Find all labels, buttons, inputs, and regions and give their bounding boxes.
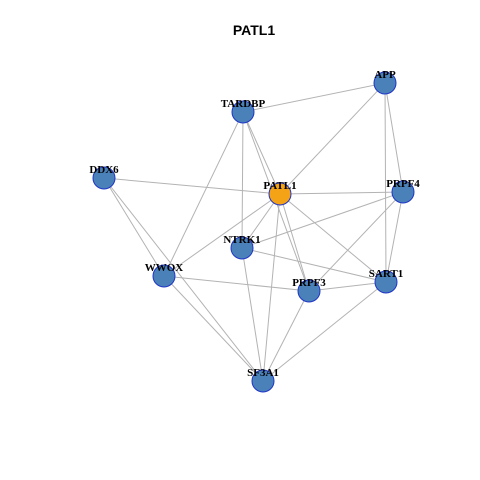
node-label-patl1: PATL1 bbox=[263, 180, 296, 192]
graph-title: PATL1 bbox=[233, 22, 275, 38]
node-ddx6[interactable] bbox=[92, 166, 116, 190]
node-prpf4[interactable] bbox=[391, 180, 415, 204]
edge-prpf3-sart1 bbox=[308, 281, 387, 292]
edge-app-tardbp bbox=[242, 82, 386, 113]
node-label-sf3a1: SF3A1 bbox=[247, 367, 279, 379]
node-label-sart1: SART1 bbox=[369, 268, 403, 280]
edge-prpf4-ntrk1 bbox=[241, 191, 404, 249]
edge-patl1-sart1 bbox=[279, 193, 387, 283]
node-label-app: APP bbox=[374, 69, 396, 81]
node-sf3a1[interactable] bbox=[251, 369, 275, 393]
edge-ntrk1-sf3a1 bbox=[241, 247, 264, 382]
edge-ntrk1-sart1 bbox=[241, 247, 387, 283]
node-label-wwox: WWOX bbox=[145, 262, 184, 274]
edge-patl1-prpf4 bbox=[279, 191, 404, 195]
node-layer bbox=[92, 71, 415, 393]
node-wwox[interactable] bbox=[152, 264, 176, 288]
edge-tardbp-patl1 bbox=[242, 111, 281, 195]
node-tardbp[interactable] bbox=[231, 100, 255, 124]
edge-tardbp-ntrk1 bbox=[241, 111, 244, 249]
edge-prpf4-sart1 bbox=[385, 191, 404, 283]
node-label-ntrk1: NTRK1 bbox=[223, 234, 260, 246]
edge-patl1-prpf3 bbox=[279, 193, 310, 292]
node-label-ddx6: DDX6 bbox=[89, 164, 119, 176]
node-patl1[interactable] bbox=[268, 182, 292, 206]
node-label-prpf4: PRPF4 bbox=[386, 178, 420, 190]
edge-layer bbox=[103, 82, 404, 382]
node-label-tardbp: TARDBP bbox=[221, 98, 266, 110]
edge-app-prpf4 bbox=[384, 82, 404, 193]
edge-sart1-sf3a1 bbox=[262, 281, 387, 382]
edge-patl1-wwox bbox=[163, 193, 281, 277]
edge-wwox-prpf3 bbox=[163, 275, 310, 292]
node-prpf3[interactable] bbox=[297, 279, 321, 303]
edge-app-patl1 bbox=[279, 82, 386, 195]
edge-wwox-sf3a1 bbox=[163, 275, 264, 382]
edge-prpf3-sf3a1 bbox=[262, 290, 310, 382]
edge-prpf4-prpf3 bbox=[308, 191, 404, 292]
node-app[interactable] bbox=[373, 71, 397, 95]
edge-app-sart1 bbox=[384, 82, 387, 283]
node-label-prpf3: PRPF3 bbox=[292, 277, 326, 289]
node-sart1[interactable] bbox=[374, 270, 398, 294]
edge-ddx6-patl1 bbox=[103, 177, 281, 195]
node-ntrk1[interactable] bbox=[230, 236, 254, 260]
edge-ddx6-sf3a1 bbox=[103, 177, 264, 382]
edge-ddx6-wwox bbox=[103, 177, 165, 277]
edge-tardbp-wwox bbox=[163, 111, 244, 277]
